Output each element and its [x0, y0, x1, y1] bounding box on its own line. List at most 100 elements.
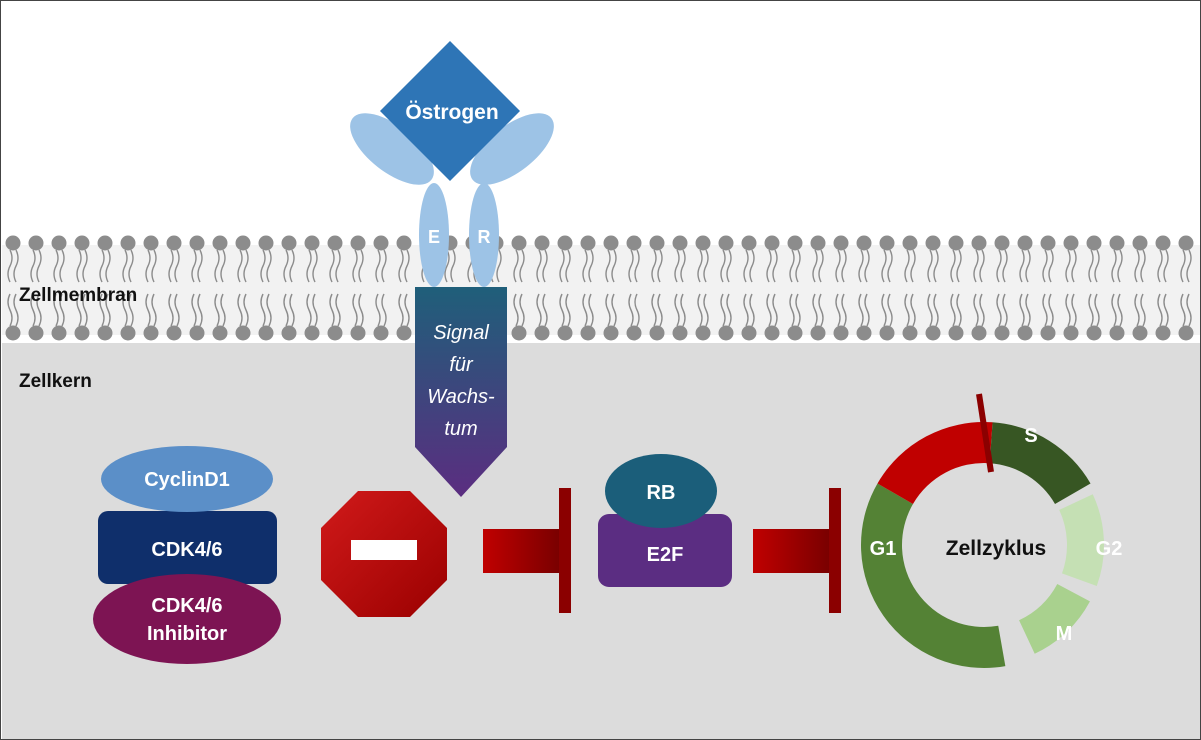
- lipid-tail: [542, 293, 548, 327]
- lipid-tail: [283, 293, 289, 327]
- cdk-label: CDK4/6: [151, 539, 222, 561]
- lipid-tail: [1140, 249, 1146, 283]
- nucleus-label: Zellkern: [19, 371, 92, 392]
- lipid-tail: [1025, 249, 1031, 283]
- lipid-tail: [559, 293, 565, 327]
- lipid-tail: [973, 293, 979, 327]
- lipid-tail: [1002, 249, 1008, 283]
- lipid-tail: [1002, 293, 1008, 327]
- lipid-tail: [605, 293, 611, 327]
- inhibitor-label-line1: CDK4/6: [151, 595, 222, 617]
- cycle-title: Zellzyklus: [946, 537, 1046, 560]
- lipid-tail: [289, 249, 295, 283]
- lipid-tail: [358, 293, 364, 327]
- lipid-tail: [588, 249, 594, 283]
- lipid-tail: [950, 249, 956, 283]
- lipid-head-inner: [189, 325, 205, 341]
- estrogen-diamond: [380, 41, 520, 181]
- lipid-head-outer: [557, 235, 573, 251]
- lipid-tail: [398, 249, 404, 283]
- lipid-head-inner: [350, 325, 366, 341]
- lipid-head-outer: [902, 235, 918, 251]
- lipid-tail: [260, 249, 266, 283]
- lipid-head-inner: [649, 325, 665, 341]
- lipid-tail: [1117, 293, 1123, 327]
- phase-g1-label: G1: [870, 538, 897, 560]
- lipid-tail: [450, 249, 456, 283]
- lipid-head-outer: [833, 235, 849, 251]
- lipid-tail: [496, 249, 502, 283]
- lipid-tail: [1134, 293, 1140, 327]
- lipid-tail: [927, 293, 933, 327]
- lipid-head-inner: [787, 325, 803, 341]
- lipid-tail: [565, 249, 571, 283]
- estrogen-label: Östrogen: [405, 101, 498, 124]
- lipid-tail: [996, 293, 1002, 327]
- lipid-head-outer: [741, 235, 757, 251]
- phase-g1-segment: [861, 483, 1006, 668]
- lipid-head-inner: [580, 325, 596, 341]
- lipid-head-outer: [373, 235, 389, 251]
- lipid-tail: [1048, 293, 1054, 327]
- lipid-tail: [519, 249, 525, 283]
- lipid-tail: [122, 249, 128, 283]
- lipid-head-inner: [1086, 325, 1102, 341]
- lipid-head-outer: [948, 235, 964, 251]
- lipid-tail: [697, 293, 703, 327]
- lipid-head-inner: [1109, 325, 1125, 341]
- lipid-tail: [1042, 293, 1048, 327]
- lipid-head-inner: [948, 325, 964, 341]
- lipid-head-outer: [971, 235, 987, 251]
- lipid-tail: [835, 293, 841, 327]
- lipid-tail: [243, 293, 249, 327]
- cyclin-ellipse: [101, 446, 273, 512]
- lipid-tail: [214, 293, 220, 327]
- lipid-tail: [680, 293, 686, 327]
- lipid-tail: [933, 249, 939, 283]
- lipid-tail: [789, 249, 795, 283]
- rb-label: RB: [647, 482, 676, 504]
- rb-ellipse: [605, 454, 717, 528]
- lipid-head-inner: [1155, 325, 1171, 341]
- lipid-head-inner: [74, 325, 90, 341]
- lipid-tail: [910, 249, 916, 283]
- lipid-tail: [979, 249, 985, 283]
- lipid-tail: [726, 249, 732, 283]
- lipid-tail: [703, 293, 709, 327]
- lipid-head-outer: [1132, 235, 1148, 251]
- lipid-tail: [13, 249, 19, 283]
- lipid-tail: [1094, 249, 1100, 283]
- lipid-tail: [174, 293, 180, 327]
- lipid-tail: [105, 293, 111, 327]
- lipid-head-outer: [649, 235, 665, 251]
- lipid-tail: [122, 293, 128, 327]
- lipid-head-inner: [235, 325, 251, 341]
- lipid-head-outer: [764, 235, 780, 251]
- lipid-head-inner: [603, 325, 619, 341]
- inhibitor-ellipse: [93, 574, 281, 664]
- membrane-label: Zellmembran: [19, 285, 137, 306]
- lipid-tail: [651, 293, 657, 327]
- e2f-label: E2F: [647, 544, 684, 566]
- receptor-label-e: E: [428, 227, 440, 247]
- lipid-head-inner: [810, 325, 826, 341]
- lipid-tail: [398, 293, 404, 327]
- lipid-tail: [628, 249, 634, 283]
- lipid-tail: [864, 293, 870, 327]
- lipid-tail: [996, 249, 1002, 283]
- lipid-tail: [214, 249, 220, 283]
- lipid-tail: [565, 293, 571, 327]
- lipid-head-inner: [143, 325, 159, 341]
- lipid-tail: [766, 293, 772, 327]
- lipid-tail: [145, 293, 151, 327]
- lipid-tail: [795, 293, 801, 327]
- lipid-head-inner: [902, 325, 918, 341]
- lipid-tail: [611, 249, 617, 283]
- lipid-head-inner: [1063, 325, 1079, 341]
- lipid-tail: [197, 249, 203, 283]
- lipid-head-outer: [672, 235, 688, 251]
- lipid-tail: [904, 249, 910, 283]
- lipid-tail: [128, 249, 134, 283]
- lipid-tail: [881, 249, 887, 283]
- lipid-tail: [329, 293, 335, 327]
